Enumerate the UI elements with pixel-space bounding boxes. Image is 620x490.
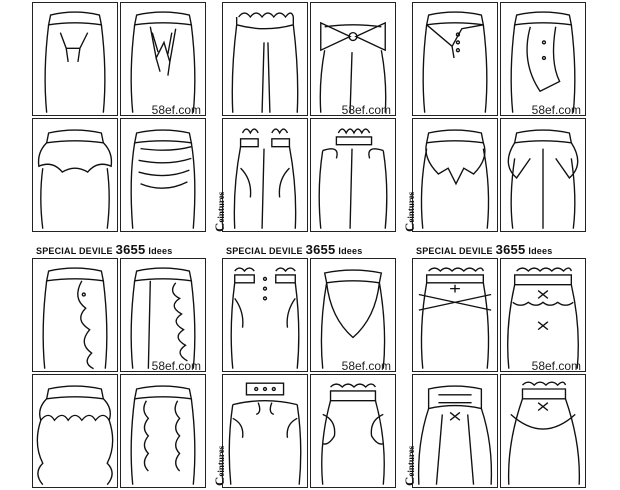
skirt-sketch <box>130 267 196 369</box>
trousers-sketch <box>321 383 385 485</box>
vertical-label-cap: C <box>402 476 417 486</box>
sketch-tile <box>412 118 498 232</box>
banner-left: SPECIAL DEVILE <box>36 246 113 256</box>
banner-left: SPECIAL DEVILE <box>226 246 303 256</box>
sketch-tile <box>310 118 396 232</box>
vertical-label-cap: C <box>212 476 227 486</box>
watermark: 58ef.com <box>531 103 581 116</box>
sketch-tile: 58ef.com <box>500 258 586 372</box>
skirt-sketch <box>420 129 490 229</box>
sketch-tile <box>222 374 308 488</box>
watermark: 58ef.com <box>151 103 201 116</box>
trousers-sketch <box>320 269 386 369</box>
sketch-tile <box>222 118 308 232</box>
sketch-tile <box>32 374 118 488</box>
watermark: 58ef.com <box>151 359 201 372</box>
trousers-sketch <box>228 382 302 485</box>
vertical-label: Ceintures <box>212 446 228 486</box>
vertical-label-cap: C <box>212 222 227 232</box>
panel-bottom-middle: 58ef.com Ceintures <box>212 256 400 490</box>
panel-bottom-right: 58ef.com Ceintures <box>402 256 590 490</box>
sketch-tile: 58ef.com <box>120 258 206 372</box>
trousers-sketch <box>231 12 299 113</box>
skirt-sketch <box>507 381 581 485</box>
sketch-tile <box>412 258 498 372</box>
sketch-tile <box>222 2 308 116</box>
banner-number: 3655 <box>495 242 526 257</box>
sketch-tile: 58ef.com <box>500 2 586 116</box>
sketch-tile <box>500 118 586 232</box>
skirt-sketch <box>42 267 108 370</box>
sketch-tile <box>120 118 206 232</box>
banner-left: SPECIAL DEVILE <box>416 246 493 256</box>
skirt-sketch <box>507 267 579 369</box>
vertical-label-rest: eintures <box>406 445 416 477</box>
watermark: 58ef.com <box>531 359 581 372</box>
sketch-tile <box>120 374 206 488</box>
sketch-tile: 58ef.com <box>310 2 396 116</box>
trousers-sketch <box>319 21 387 113</box>
skirt-sketch <box>36 385 114 486</box>
trousers-sketch <box>233 128 297 229</box>
skirt-sketch <box>507 129 579 229</box>
sketch-tile <box>412 2 498 116</box>
skirt-sketch <box>417 385 493 485</box>
banner-right: Idees <box>338 246 363 256</box>
skirt-sketch <box>130 129 196 229</box>
sketch-tile <box>222 258 308 372</box>
sketch-tile: 58ef.com <box>310 258 396 372</box>
vertical-label-rest: eintures <box>216 445 226 477</box>
skirt-sketch <box>418 267 492 369</box>
sketch-tile <box>32 118 118 232</box>
sketch-tile: 58ef.com <box>120 2 206 116</box>
vertical-label-cap: C <box>402 222 417 232</box>
sketch-tile <box>310 374 396 488</box>
trousers-sketch <box>318 128 388 229</box>
skirt-sketch <box>510 11 576 113</box>
banner-right: Idees <box>528 246 553 256</box>
sketch-tile <box>32 2 118 116</box>
skirt-sketch <box>422 11 488 113</box>
banner-number: 3655 <box>305 242 336 257</box>
vertical-label-rest: eintures <box>406 191 416 223</box>
sketch-tile <box>500 374 586 488</box>
vertical-label: Ceintures <box>212 192 228 232</box>
skirt-sketch <box>130 11 196 113</box>
panel-bottom-left: 58ef.com <box>32 256 210 490</box>
watermark: 58ef.com <box>341 359 391 372</box>
banner-right: Idees <box>148 246 173 256</box>
banner-number: 3655 <box>115 242 146 257</box>
skirt-sketch <box>130 385 196 485</box>
sketch-tile <box>32 258 118 372</box>
vertical-label-rest: eintures <box>216 191 226 223</box>
panel-top-left: 58ef.com <box>32 0 210 236</box>
skirt-sketch <box>44 11 106 113</box>
panel-top-right: 58ef.com Ceintures <box>402 0 590 236</box>
vertical-label: Ceintures <box>402 446 418 486</box>
panel-top-middle: 58ef.com Ceintures <box>212 0 400 236</box>
sketch-tile <box>412 374 498 488</box>
vertical-label: Ceintures <box>402 192 418 232</box>
skirt-sketch <box>37 129 113 229</box>
watermark: 58ef.com <box>341 103 391 116</box>
trousers-sketch <box>230 267 300 369</box>
